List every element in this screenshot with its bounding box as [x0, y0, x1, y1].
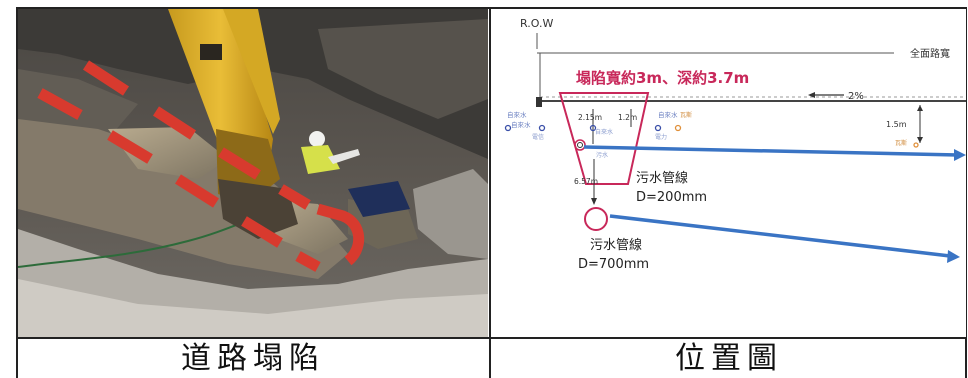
slope-arrowhead [808, 92, 815, 98]
utility-dot-3 [589, 124, 597, 132]
depth-657-arrow [591, 198, 597, 205]
depth-15-label: 1.5m [886, 120, 907, 129]
slope-label: 2% [848, 91, 864, 102]
collapse-zone-outline [558, 92, 650, 185]
full-road-label: 全面路寬 [910, 47, 950, 60]
utility-dot-1 [504, 124, 512, 132]
caption-location-map: 位置圖 [675, 341, 783, 376]
utility-label-5: 瓦斯 [680, 111, 692, 119]
utility-label-8: 瓦斯 [895, 139, 907, 147]
large-sewer-name: 污水管線 [590, 237, 642, 253]
road-collapse-photo-drawing [18, 9, 488, 337]
row-label: R.O.W [520, 17, 553, 30]
location-diagram: R.O.W 全面路寬 2% 塌陷寬約3m、深約3.7m 2.15m 1.2m [492, 9, 966, 337]
utility-label-7: 電力 [655, 133, 667, 141]
caption-road-collapse: 道路塌陷 [181, 341, 325, 376]
utility-label-3: 自來水 [658, 110, 678, 119]
small-sewer-size: D=200mm [636, 190, 707, 205]
small-sewer-name: 污水管線 [636, 170, 688, 186]
depth-215-label: 2.15m [578, 113, 602, 122]
collapse-outline-marker [37, 60, 365, 272]
table-border-middle [16, 337, 967, 339]
utility-dot-2 [538, 124, 546, 132]
depth-15-arrow-top [917, 105, 923, 111]
large-sewer-size: D=700mm [578, 257, 649, 272]
table-border-center [489, 7, 491, 378]
table-border-left [16, 7, 18, 378]
small-sewer-arrowhead [954, 149, 966, 161]
road-collapse-photo [18, 9, 488, 337]
table-border-right [965, 7, 967, 378]
utility-label-6: 自來水 [595, 128, 613, 136]
location-diagram-drawing: R.O.W 全面路寬 2% 塌陷寬約3m、深約3.7m 2.15m 1.2m [504, 17, 966, 272]
utility-label-2: 自來水 [511, 120, 531, 129]
curb-marker [536, 97, 542, 107]
utility-dot-4 [654, 124, 662, 132]
small-sewer-arrow [583, 145, 959, 157]
depth-12-label: 1.2m [618, 113, 637, 122]
table-border-top [16, 7, 967, 9]
collapse-size-label: 塌陷寬約3m、深約3.7m [576, 69, 749, 87]
utility-label-1: 自來水 [507, 110, 527, 119]
depth-15-arrow-bottom [917, 137, 923, 143]
utility-label-9: 污水 [596, 151, 608, 159]
large-sewer-pipe [584, 207, 608, 231]
depth-657-label: 6.57m [574, 177, 598, 186]
utility-label-4: 電信 [532, 133, 544, 141]
utility-dot-5 [674, 124, 682, 132]
small-sewer-pipe [574, 139, 586, 151]
large-sewer-arrowhead [947, 250, 960, 263]
small-sewer-pipe-inner [577, 142, 583, 148]
large-sewer-arrow [609, 214, 951, 258]
utility-dot-6 [913, 142, 919, 148]
